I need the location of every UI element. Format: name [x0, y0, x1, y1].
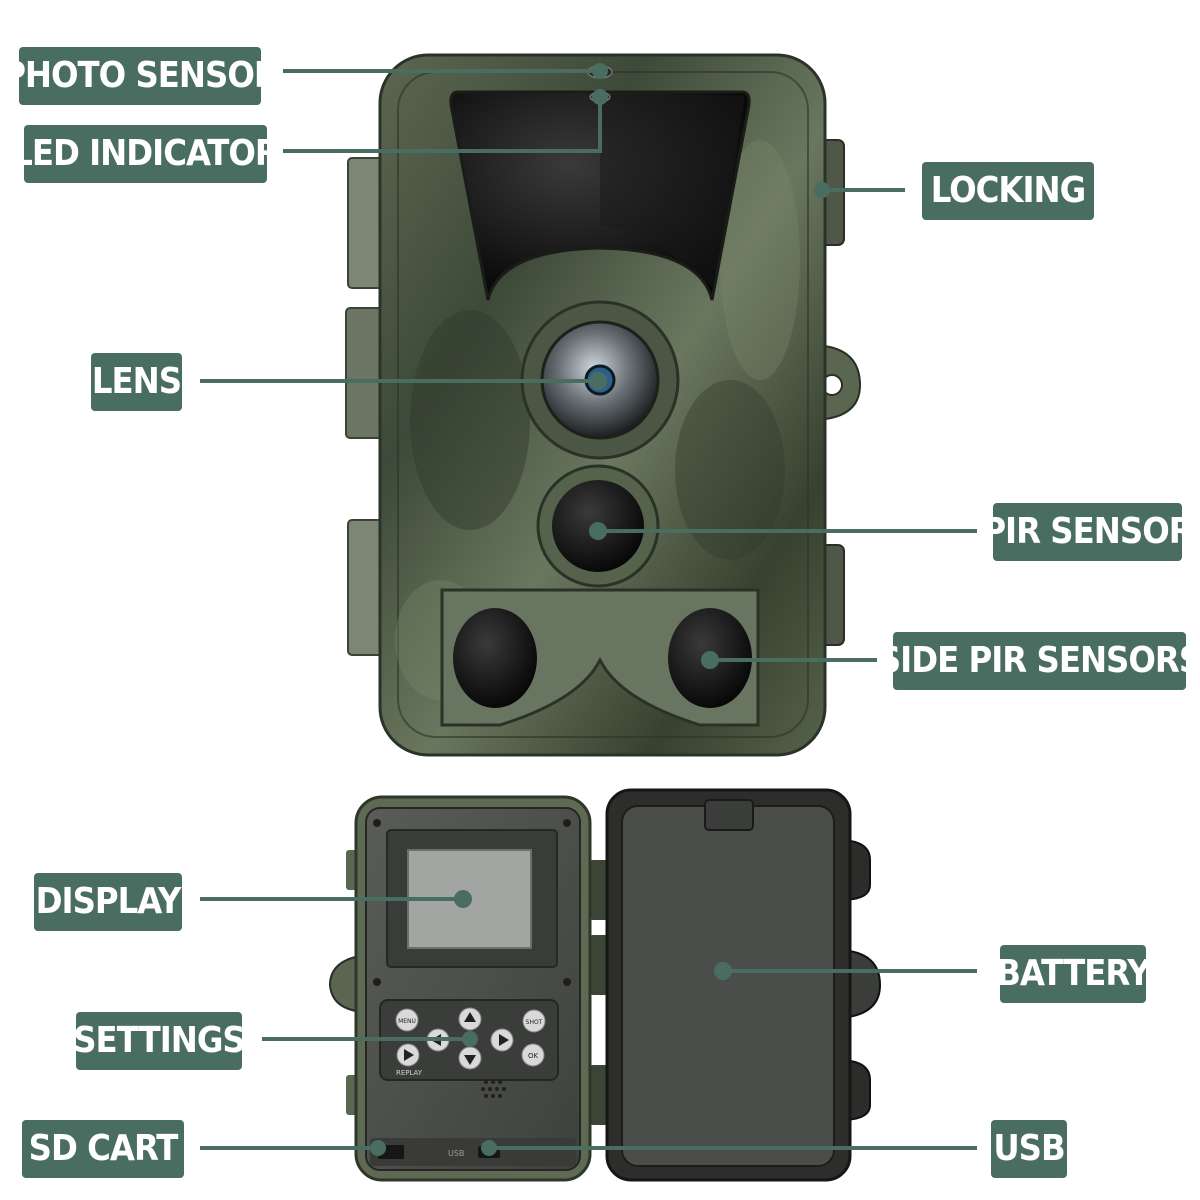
- sd-cart-label: SD CART: [22, 1120, 184, 1178]
- ok-button-label: OK: [528, 1052, 539, 1060]
- side-pir-sensors-label: SIDE PIR SENSORS: [878, 632, 1200, 690]
- settings-label: SETTINGS: [73, 1012, 246, 1070]
- up-arrow-icon: [464, 1012, 476, 1022]
- ok-button[interactable]: [521, 1043, 545, 1067]
- down-arrow-icon: [464, 1055, 476, 1065]
- shot-button[interactable]: [522, 1009, 546, 1033]
- right-arrow-icon: [499, 1034, 509, 1046]
- pir-sensor-label: PIR SENSOR: [982, 503, 1194, 561]
- battery-latch: [704, 799, 754, 831]
- ports-strip: [370, 1138, 576, 1166]
- battery-label: BATTERY: [996, 945, 1151, 1003]
- shot-button-label: SHOT: [526, 1019, 543, 1026]
- menu-button-label: MENU: [398, 1018, 416, 1025]
- menu-button[interactable]: [395, 1008, 419, 1032]
- speaker-grille: [481, 1080, 506, 1098]
- usb-port-label: USB: [448, 1149, 464, 1158]
- leader-lines: [200, 63, 977, 1156]
- lens-label: LENS: [91, 353, 182, 411]
- side-pir-left: [453, 608, 537, 708]
- play-icon: [404, 1049, 414, 1061]
- replay-button-label: REPLAY: [396, 1069, 423, 1077]
- camera-open: MENU SHOT REPLAY OK USB: [328, 788, 882, 1182]
- led-indicator-label: LED INDICATOR: [12, 125, 280, 183]
- camera-front: [345, 53, 862, 757]
- battery-compartment: [621, 805, 835, 1167]
- display-label: DISPLAY: [34, 873, 182, 931]
- leader-led-indicator: [283, 97, 602, 153]
- photo-sensor-label: PHOTO SENSOR: [2, 47, 279, 105]
- locking-label: LOCKING: [922, 162, 1094, 220]
- usb-label: USB: [991, 1120, 1067, 1178]
